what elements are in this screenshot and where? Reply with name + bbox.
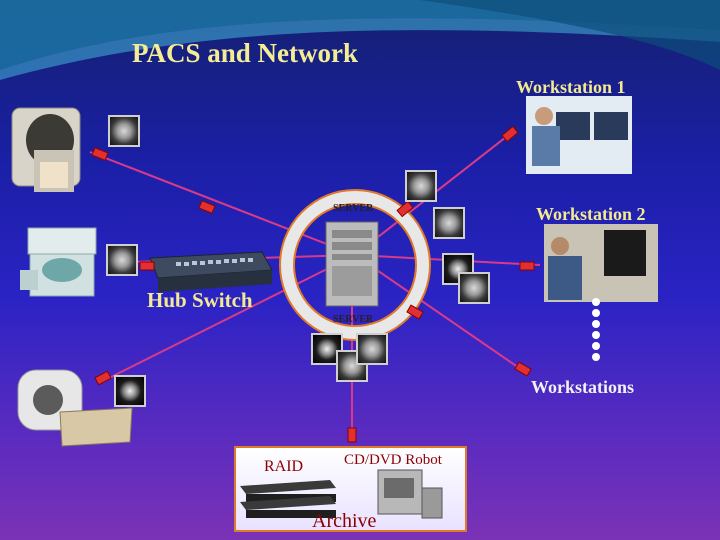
- cd-dvd-robot-icon: [377, 469, 443, 519]
- server-icon: [325, 221, 379, 307]
- server-bottom-label: SERVER: [333, 314, 374, 325]
- hub-switch-label: Hub Switch: [147, 288, 253, 312]
- ct-image-thumbnail: [114, 375, 146, 407]
- raid-label: RAID: [264, 458, 304, 475]
- workstations-label: Workstations: [531, 377, 635, 397]
- ct-image-thumbnail: [311, 333, 343, 365]
- header-swoosh: [0, 0, 720, 80]
- workstation-1-label: Workstation 1: [516, 77, 626, 97]
- mri-image-thumbnail: [405, 170, 437, 202]
- server-top-label: SERVER: [333, 203, 374, 214]
- archive-label: Archive: [312, 510, 377, 532]
- hub-switch-icon: [149, 251, 273, 292]
- mri-image-thumbnail: [108, 115, 140, 147]
- server-ring: [280, 190, 430, 340]
- slide-title: PACS and Network: [132, 38, 359, 68]
- workstation-2-label: Workstation 2: [536, 204, 646, 224]
- mri-image-thumbnail: [433, 207, 465, 239]
- raid-icon: [240, 480, 336, 518]
- mri-image-thumbnail: [458, 272, 490, 304]
- mri-scanner-1-icon: [11, 107, 81, 192]
- link-mri1: [89, 151, 356, 256]
- workstation-1-photo: [526, 96, 632, 174]
- archive-devices: [240, 469, 443, 519]
- mri-image-thumbnail: [356, 333, 388, 365]
- cd-dvd-robot-label: CD/DVD Robot: [344, 452, 442, 468]
- mri-scanner-2-icon: [20, 227, 97, 297]
- mri-image-thumbnail: [106, 244, 138, 276]
- ct-scanner-icon: [17, 369, 133, 447]
- workstation-2-photo: [544, 224, 658, 302]
- archive-box: RAID CD/DVD Robot Archive: [234, 446, 467, 532]
- more-workstations-dots: [592, 298, 602, 364]
